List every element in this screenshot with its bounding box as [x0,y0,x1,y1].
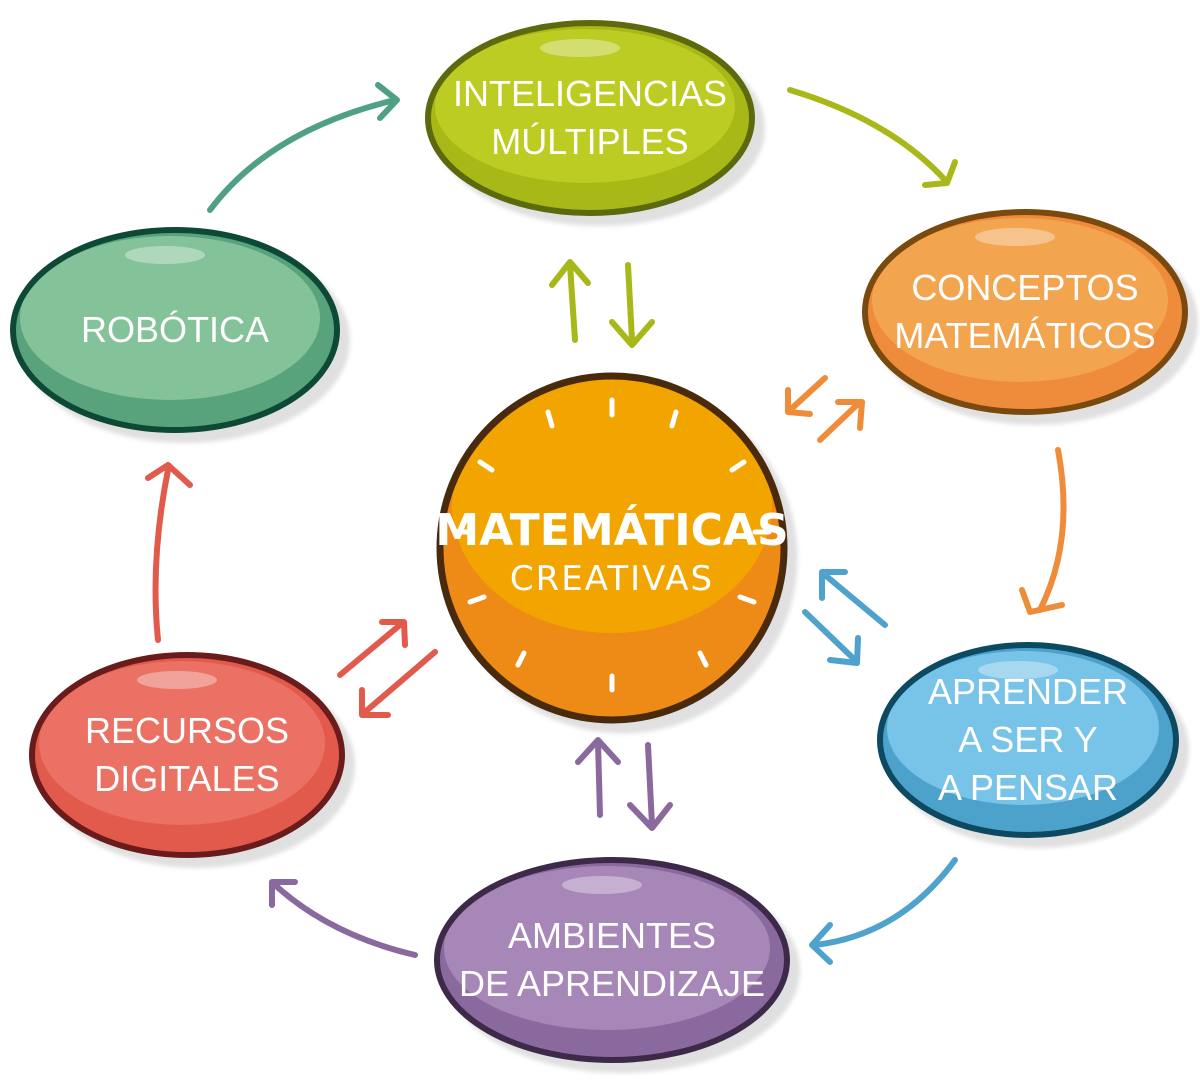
node-highlight [540,39,620,57]
node-label: ROBÓTICA [81,309,269,350]
node-label: DE APRENDIZAJE [459,963,765,1004]
center-title: MATEMÁTICAS [435,503,788,556]
node-label: AMBIENTES [508,915,716,956]
node-outline [434,857,790,1063]
node-fill [444,866,770,1030]
arrow-inteligencias-to-conceptos [787,87,958,188]
node-label: A SER Y [958,719,1097,760]
node-fill [20,236,320,400]
node-outline [862,209,1188,415]
arrows-center-inteligencias [549,259,655,348]
arrows-center-conceptos [785,375,865,443]
node-outline [877,642,1179,838]
center-node[interactable]: MATEMÁTICAS CREATIVAS [435,372,789,724]
node-fill [872,218,1168,382]
node-conceptos[interactable]: CONCEPTOS MATEMÁTICOS [862,209,1188,415]
node-highlight [978,661,1058,679]
arrow-recursos-to-robotica [145,462,193,643]
node-label: RECURSOS [85,710,289,751]
node-ambientes[interactable]: AMBIENTES DE APRENDIZAJE [434,857,790,1063]
node-highlight [125,246,205,264]
node-aprender[interactable]: APRENDER A SER Y A PENSAR [877,642,1179,838]
node-outline [425,20,755,216]
node-label: MÚLTIPLES [491,121,688,162]
node-label: MATEMÁTICOS [894,315,1155,356]
arrow-aprender-to-ambientes [809,857,958,965]
node-inteligencias[interactable]: INTELIGENCIAS MÚLTIPLES [425,20,755,216]
center-subtitle: CREATIVAS [510,559,714,599]
sun-ticks [452,397,772,693]
arrow-robotica-to-inteligencias [207,82,400,213]
node-highlight [137,671,217,689]
node-highlight [562,876,642,894]
node-fill [39,661,325,825]
arrows-center-aprender [802,569,888,666]
node-label: A PENSAR [938,767,1118,808]
node-label: APRENDER [928,671,1128,712]
node-outline [29,652,345,858]
node-highlight [975,228,1055,246]
arrows-center-ambientes [575,737,673,831]
node-outline [10,227,340,433]
node-recursos[interactable]: RECURSOS DIGITALES [29,652,345,858]
node-label: DIGITALES [94,758,279,799]
node-label: INTELIGENCIAS [453,73,727,114]
node-fill [435,29,735,183]
node-fill [887,651,1159,805]
arrow-conceptos-to-aprender [1019,447,1067,615]
arrow-ambientes-to-recursos [269,879,418,958]
arrows-center-recursos [337,619,438,718]
node-label: CONCEPTOS [911,267,1138,308]
node-robotica[interactable]: ROBÓTICA [10,227,340,433]
